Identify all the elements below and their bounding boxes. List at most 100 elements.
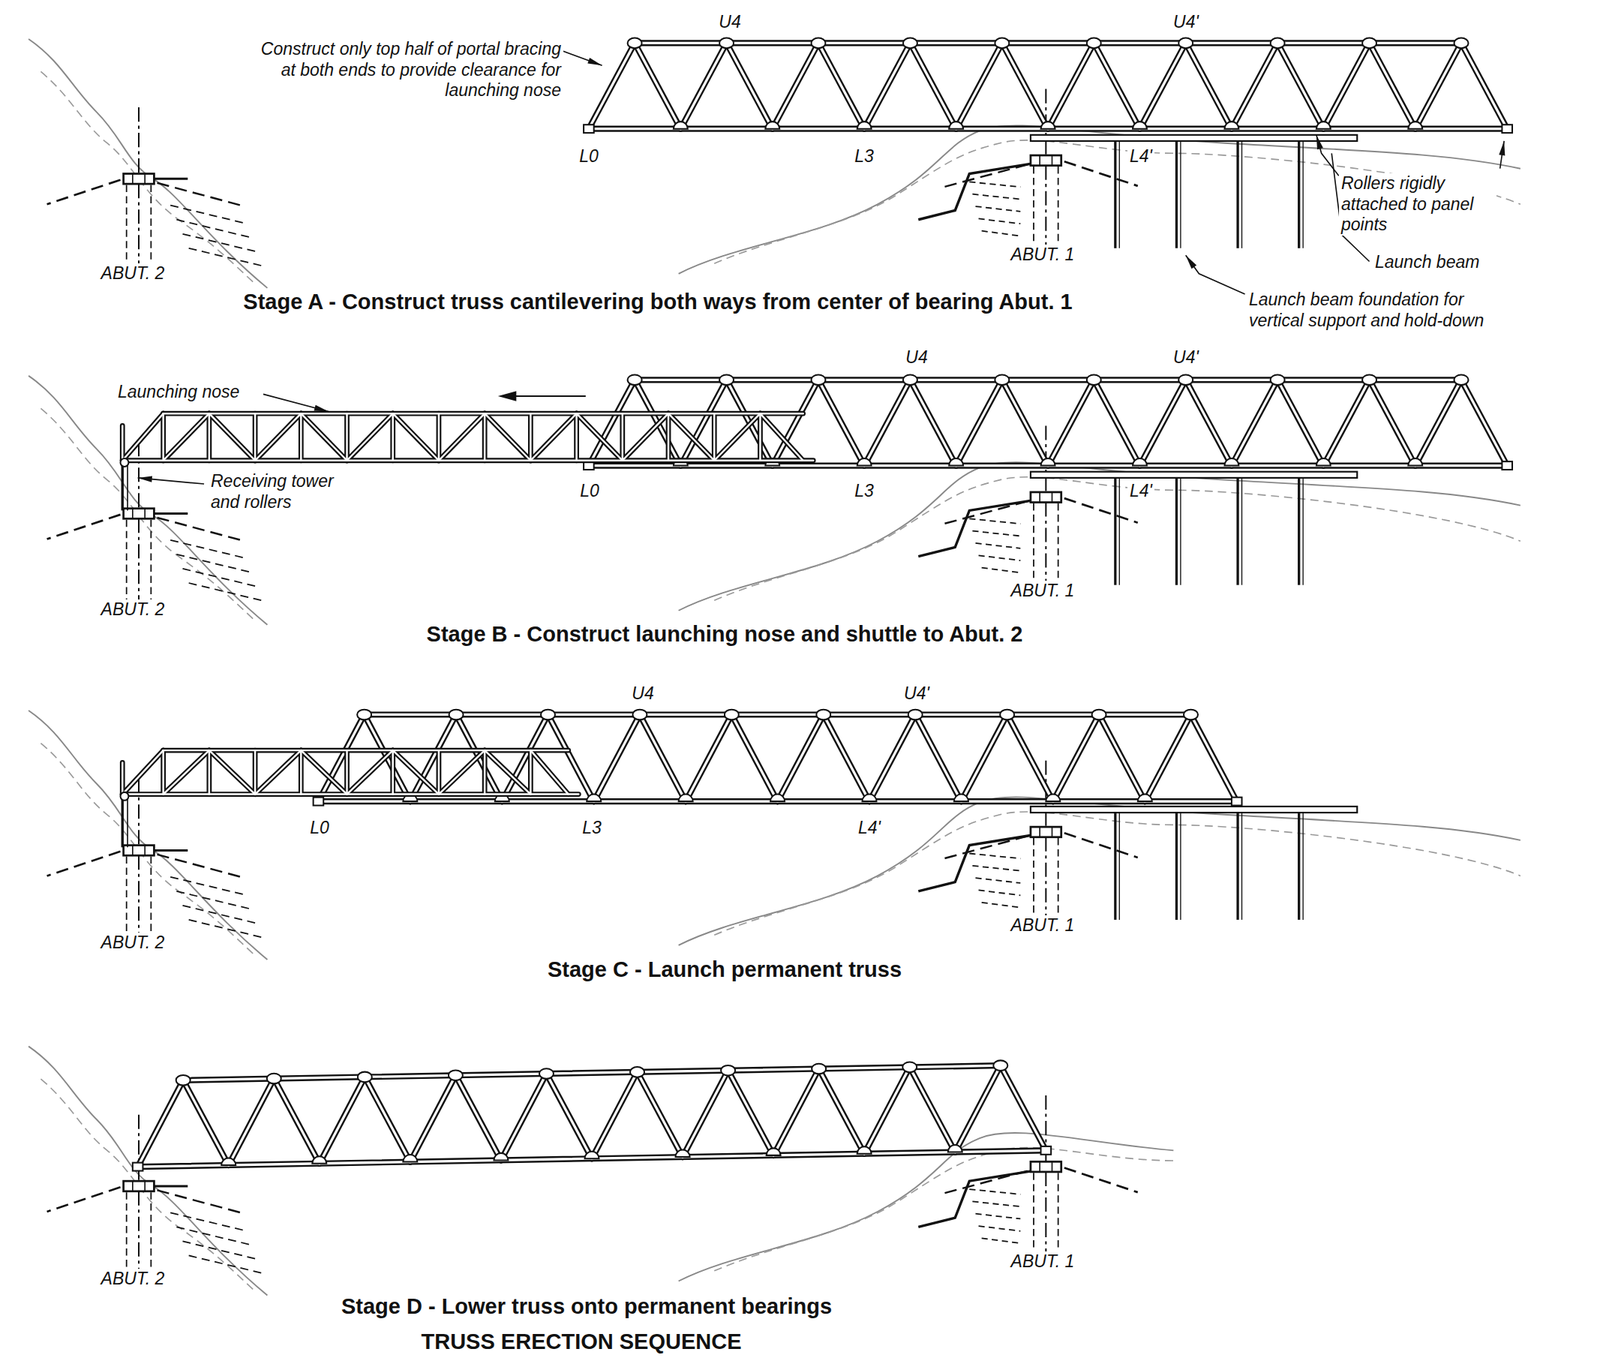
truss-member: [685, 714, 732, 802]
beam-foundation-post: [1297, 141, 1300, 249]
ground-line: [714, 477, 1521, 601]
truss-member-fill: [1185, 42, 1232, 129]
hatch-line: [981, 231, 1021, 237]
nose-member: [344, 750, 350, 794]
gusset-plates: [313, 709, 1243, 806]
truss-member: [547, 714, 594, 802]
truss-member: [273, 1078, 320, 1164]
gusset: [765, 121, 780, 130]
truss-member: [1002, 42, 1048, 129]
hatch-line: [975, 206, 1021, 212]
nose-member: [298, 413, 304, 461]
truss-member-fill: [773, 1068, 820, 1156]
nose-member: [573, 413, 580, 461]
nose-member-fill: [392, 413, 394, 461]
beam-foundation-post: [1297, 477, 1300, 586]
nose-member: [347, 750, 394, 794]
truss-fill: [318, 714, 1237, 802]
centerline: [138, 441, 140, 610]
hatch-line: [189, 1254, 266, 1273]
nose-member: [344, 413, 350, 461]
leader: [263, 393, 329, 412]
gusset: [632, 709, 647, 721]
truss-member-fill: [1053, 714, 1099, 802]
nose-member-fill: [347, 413, 394, 461]
callout-label: L3: [852, 146, 877, 168]
beam-foundation-post: [1119, 141, 1120, 249]
truss-member-fill: [1323, 42, 1369, 129]
nose-member: [619, 413, 625, 461]
truss-member-fill: [410, 1074, 457, 1162]
beam-foundation-post: [1175, 812, 1178, 920]
bearing-detail: [1051, 1161, 1054, 1172]
truss-member: [777, 714, 824, 802]
nose-fill: [122, 750, 579, 794]
centerline: [138, 778, 140, 947]
truss-member-fill: [1369, 42, 1416, 129]
truss-member-fill: [547, 714, 594, 802]
abutment: [47, 778, 266, 947]
truss-member-fill: [956, 379, 1003, 466]
nose-member: [252, 750, 259, 794]
leader: [1316, 135, 1339, 176]
nose-member-fill: [714, 413, 760, 461]
nose-member: [160, 413, 166, 461]
ground-line: [28, 39, 268, 289]
end-plate: [1501, 124, 1513, 133]
leader-head: [1185, 255, 1197, 269]
abutment: [47, 107, 266, 276]
gusset: [770, 794, 785, 802]
truss-member-fill: [228, 1078, 275, 1165]
truss-member: [823, 714, 870, 802]
ground-line: [40, 743, 256, 956]
nose-member-fill: [392, 750, 394, 794]
truss-member-fill: [909, 379, 956, 466]
truss-member: [1461, 42, 1507, 129]
tower-post: [121, 460, 124, 511]
truss-member-fill: [1047, 42, 1094, 129]
hatch-line: [969, 852, 1021, 859]
truss-member-fill: [183, 1065, 1001, 1081]
nose-member-fill: [208, 413, 211, 461]
nose-member: [622, 413, 669, 461]
truss-member: [1277, 42, 1324, 129]
leader: [1185, 255, 1246, 295]
truss-member-fill: [183, 1080, 229, 1165]
bearing-detail: [144, 508, 146, 520]
gusset: [903, 374, 918, 385]
truss-member-fill: [639, 714, 686, 802]
leader: [563, 51, 603, 66]
truss-member: [183, 1065, 1001, 1081]
truss-member: [1098, 714, 1145, 802]
wingwall-line: [47, 851, 121, 877]
gusset: [312, 1155, 327, 1164]
gusset: [1183, 709, 1198, 721]
truss-member: [364, 711, 1192, 718]
truss-member-fill: [1415, 379, 1462, 466]
pile-line: [150, 184, 152, 265]
truss-member: [1185, 379, 1232, 466]
truss-member-fill: [501, 1073, 547, 1160]
nose-member-fill: [484, 750, 531, 794]
gusset: [1270, 374, 1285, 385]
truss-member-fill: [1277, 42, 1324, 129]
truss-member-fill: [1007, 714, 1054, 802]
nose-member: [298, 750, 304, 794]
truss-member: [637, 1071, 684, 1157]
truss-member-fill: [455, 1074, 502, 1160]
nose-member-fill: [438, 750, 440, 794]
gusset: [627, 38, 643, 49]
gusset: [1178, 374, 1193, 385]
truss-member-fill: [864, 379, 910, 466]
pile-line: [126, 1191, 128, 1273]
bearing-detail: [144, 845, 146, 856]
nose-member-fill: [300, 750, 347, 794]
callout-label: U4': [901, 683, 932, 705]
nose-member-fill: [300, 413, 302, 461]
gusset: [673, 121, 688, 130]
truss-member-fill: [819, 1068, 865, 1154]
truss-member-fill: [319, 1076, 366, 1163]
nose-member: [711, 413, 718, 461]
pile-line: [1032, 166, 1035, 247]
callout-label: Launch beam foundation for vertical supp…: [1246, 289, 1519, 331]
